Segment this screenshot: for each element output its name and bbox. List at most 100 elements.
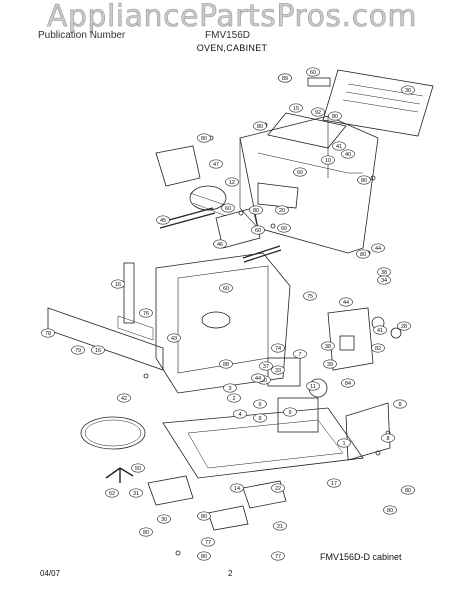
duct-plate-20	[257, 182, 299, 209]
callout-number: 80	[143, 530, 149, 536]
callout-number: 8	[386, 436, 389, 442]
callout-37: 37	[259, 361, 273, 371]
mounting-plate	[267, 112, 347, 149]
callout-number: 37	[263, 364, 269, 370]
callout-number: 47	[213, 162, 219, 168]
callout-79: 79	[71, 345, 85, 355]
callout-number: 7	[298, 352, 301, 358]
callout-number: 92	[315, 110, 321, 116]
base-plate	[162, 407, 364, 479]
callout-84: 84	[341, 378, 355, 388]
callout-38: 38	[377, 267, 391, 277]
callout-number: 1	[342, 441, 345, 447]
callout-number: 60	[297, 170, 303, 176]
callout-number: 9	[288, 410, 291, 416]
callout-8: 8	[381, 433, 395, 443]
callout-number: 20	[279, 208, 285, 214]
callout-6: 6	[253, 399, 267, 409]
control-bracket	[327, 307, 374, 371]
callout-30: 30	[157, 514, 171, 524]
callout-77: 77	[271, 551, 285, 561]
callout-number: 78	[45, 331, 51, 337]
callout-50: 50	[131, 463, 145, 473]
callout-80: 80	[328, 111, 342, 121]
callout-38: 38	[321, 341, 335, 351]
callout-number: 80	[360, 252, 366, 258]
callout-number: 84	[345, 381, 351, 387]
callout-number: 79	[75, 348, 81, 354]
callout-76: 76	[139, 308, 153, 318]
fan-motor	[189, 185, 227, 211]
callout-41: 41	[332, 141, 346, 151]
callout-number: 10	[325, 158, 331, 164]
front-side-strip	[123, 262, 135, 324]
callout-80: 80	[383, 505, 397, 515]
callout-number: 36	[405, 88, 411, 94]
callout-44: 44	[339, 297, 353, 307]
callout-number: 2	[232, 396, 235, 402]
callout-number: 28	[401, 324, 407, 330]
callout-number: 31	[133, 491, 139, 497]
watermark-logo: AppliancePartsPros.com	[46, 0, 418, 34]
callout-number: 77	[205, 540, 211, 546]
callout-number: 74	[275, 346, 281, 352]
model-label: FMV156D	[205, 30, 251, 41]
callout-17: 17	[327, 478, 341, 488]
callout-number: 11	[310, 384, 316, 390]
callout-39: 39	[323, 359, 337, 369]
grille-left	[147, 475, 194, 506]
callout-number: 60	[223, 286, 229, 292]
callout-20: 20	[275, 205, 289, 215]
side-panel	[345, 402, 391, 461]
callout-60: 60	[293, 167, 307, 177]
callout-number: 30	[161, 517, 167, 523]
callout-number: 60	[255, 228, 261, 234]
callout-number: 82	[375, 346, 381, 352]
callout-40: 40	[341, 149, 355, 159]
callout-16: 16	[111, 279, 125, 289]
callout-number: 80	[201, 554, 207, 560]
callout-80: 80	[197, 133, 211, 143]
callout-number: 6	[258, 402, 261, 408]
callout-77: 77	[201, 537, 215, 547]
callout-number: 76	[143, 311, 149, 317]
callout-80: 80	[139, 527, 153, 537]
callout-number: 16	[115, 282, 121, 288]
callout-number: 60	[281, 226, 287, 232]
callout-number: 8	[398, 402, 401, 408]
publication-label: Publication Number	[38, 30, 126, 41]
callout-number: 80	[387, 508, 393, 514]
callout-number: 40	[345, 152, 351, 158]
exploded-parts-diagram: 7860361592808080414010604780126080204560…	[41, 67, 434, 561]
callout-80: 80	[357, 175, 371, 185]
callout-88: 88	[219, 359, 233, 369]
callout-number: 60	[310, 70, 316, 76]
callout-43: 43	[167, 333, 181, 343]
callout-number: 15	[293, 106, 299, 112]
callout-number: 9	[258, 416, 261, 422]
front-bezel	[47, 307, 164, 371]
callout-number: 75	[307, 294, 313, 300]
vent-grille-78	[307, 77, 331, 87]
callout-number: 80	[257, 124, 263, 130]
callout-60: 60	[306, 67, 320, 77]
callout-number: 21	[277, 524, 283, 530]
callout-number: 3	[228, 386, 231, 392]
callout-22: 22	[271, 483, 285, 493]
callout-89: 89	[278, 73, 292, 83]
callout-number: 80	[405, 488, 411, 494]
callout-4: 4	[233, 409, 247, 419]
oven-cavity	[155, 252, 291, 394]
callout-60: 60	[277, 223, 291, 233]
callout-number: 38	[381, 270, 387, 276]
callout-11: 11	[306, 381, 320, 391]
grille-right	[242, 480, 287, 509]
callout-16: 16	[91, 345, 105, 355]
roller-ring	[80, 416, 146, 450]
callout-2: 2	[227, 393, 241, 403]
callout-number: 43	[171, 336, 177, 342]
callout-82: 82	[371, 343, 385, 353]
callout-44: 44	[251, 373, 265, 383]
callout-9: 9	[283, 407, 297, 417]
callout-60: 60	[219, 283, 233, 293]
